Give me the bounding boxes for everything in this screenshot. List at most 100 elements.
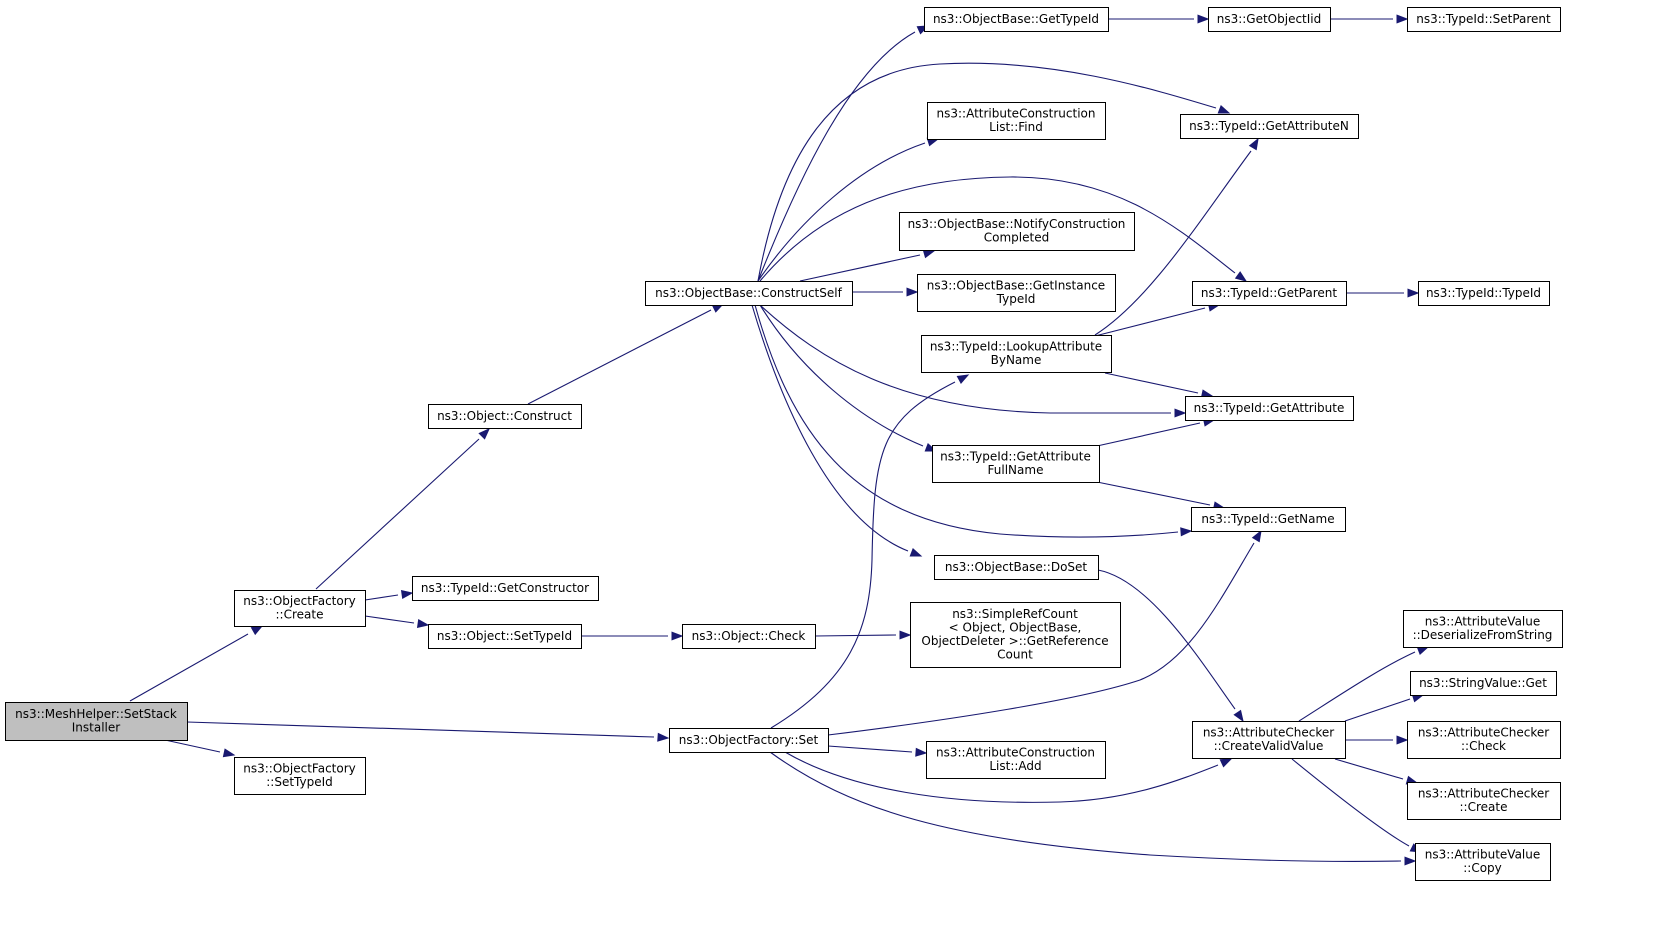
edge-of_set-to-acl_add <box>827 745 928 757</box>
node-label-line: ns3::TypeId::GetAttribute <box>940 450 1091 464</box>
node-ob-constructself[interactable]: ns3::ObjectBase::ConstructSelf <box>645 281 853 306</box>
edge-ac_createvalid-to-ac_check <box>1345 735 1409 745</box>
node-label-line: ns3::TypeId::TypeId <box>1426 286 1541 300</box>
arrowhead <box>1396 14 1409 24</box>
node-obj-construct[interactable]: ns3::Object::Construct <box>428 404 582 429</box>
arrowhead <box>1404 856 1417 866</box>
node-ac-create[interactable]: ns3::AttributeChecker::Create <box>1407 782 1561 820</box>
node-box <box>1192 721 1346 759</box>
node-label-line: ns3::AttributeChecker <box>1203 726 1334 740</box>
arrowhead <box>400 590 414 599</box>
node-label-line: ns3::TypeId::SetParent <box>1416 12 1551 26</box>
node-box <box>682 624 816 649</box>
node-label-line: ::DeserializeFromString <box>1413 628 1553 642</box>
edge-ac_createvalid-to-sv_get <box>1344 693 1425 722</box>
node-ac-check[interactable]: ns3::AttributeChecker::Check <box>1407 721 1561 759</box>
node-box <box>1407 721 1561 759</box>
node-label-line: ns3::TypeId::GetAttribute <box>1194 401 1345 415</box>
node-label-line: Completed <box>984 231 1049 245</box>
node-tid-setparent[interactable]: ns3::TypeId::SetParent <box>1407 7 1561 32</box>
nodes-layer: ns3::MeshHelper::SetStackInstallerns3::O… <box>5 7 1563 881</box>
node-label-line: ns3::GetObjectIid <box>1217 12 1322 26</box>
node-box <box>234 757 366 795</box>
arrowhead <box>1416 646 1430 655</box>
node-label-line: ByName <box>991 353 1042 367</box>
node-label-line: ns3::StringValue::Get <box>1419 676 1547 690</box>
node-tid-getparent[interactable]: ns3::TypeId::GetParent <box>1192 281 1347 306</box>
arrowhead <box>1233 709 1244 723</box>
node-of-set[interactable]: ns3::ObjectFactory::Set <box>669 728 829 753</box>
node-src-getref[interactable]: ns3::SimpleRefCount< Object, ObjectBase,… <box>910 602 1121 668</box>
node-label-line: ::Create <box>1460 800 1508 814</box>
edge-ac_createvalid-to-ac_create <box>1334 758 1419 785</box>
arrowhead <box>1180 527 1193 537</box>
node-label-line: ns3::Object::Check <box>692 629 806 643</box>
edge-tid_getattrfull-to-tid_getattribute <box>1096 417 1216 447</box>
node-ac-createvalid[interactable]: ns3::AttributeChecker::CreateValidValue <box>1192 721 1346 759</box>
node-box <box>5 702 188 741</box>
edge-ac_createvalid-to-av_copy <box>1291 758 1423 853</box>
node-box <box>932 445 1100 483</box>
node-tid-typeid[interactable]: ns3::TypeId::TypeId <box>1418 281 1550 306</box>
node-av-copy[interactable]: ns3::AttributeValue::Copy <box>1415 843 1551 881</box>
arrowhead <box>1251 529 1262 543</box>
node-label-line: ::Check <box>1461 739 1506 753</box>
node-label-line: < Object, ObjectBase, <box>949 621 1082 635</box>
node-box <box>428 624 582 649</box>
edge-ob_constructself-to-ob_getinstance <box>852 287 919 297</box>
node-ob-gettypeid[interactable]: ns3::ObjectBase::GetTypeId <box>924 7 1109 32</box>
node-label-line: ns3::ObjectFactory <box>243 762 356 776</box>
node-label-line: TypeId <box>996 292 1036 306</box>
node-box <box>899 212 1135 251</box>
edge-of_set-to-tid_getname <box>827 529 1262 736</box>
arrowhead <box>478 428 490 440</box>
node-av-deserialize[interactable]: ns3::AttributeValue::DeserializeFromStri… <box>1403 610 1563 648</box>
node-of-create[interactable]: ns3::ObjectFactory::Create <box>234 590 366 627</box>
node-box <box>934 555 1099 580</box>
node-label-line: ns3::TypeId::GetName <box>1201 512 1334 526</box>
node-box <box>1418 281 1550 306</box>
node-box <box>1407 782 1561 820</box>
edge-tid_getattrfull-to-tid_getname <box>1096 481 1226 511</box>
edge-of_create-to-obj_construct <box>315 428 490 590</box>
arrowhead <box>956 374 970 384</box>
node-tid-getname[interactable]: ns3::TypeId::GetName <box>1191 507 1346 532</box>
node-box <box>910 602 1121 668</box>
node-ob-notify[interactable]: ns3::ObjectBase::NotifyConstructionCompl… <box>899 212 1135 251</box>
node-label-line: List::Add <box>989 759 1041 773</box>
node-of-settypeid[interactable]: ns3::ObjectFactory::SetTypeId <box>234 757 366 795</box>
node-label-line: ns3::ObjectFactory <box>243 594 356 608</box>
edge-tid_lookup-to-tid_getattrn <box>1094 137 1259 336</box>
node-getobjectiid[interactable]: ns3::GetObjectIid <box>1208 7 1331 32</box>
node-label-line: ns3::Object::SetTypeId <box>437 629 572 643</box>
edge-ob_constructself-to-ob_doset <box>751 304 923 557</box>
node-box <box>1208 7 1331 32</box>
node-box <box>1191 507 1346 532</box>
node-tid-getconstructor[interactable]: ns3::TypeId::GetConstructor <box>412 576 599 601</box>
arrowhead <box>416 619 430 628</box>
node-label-line: List::Find <box>989 120 1043 134</box>
arrowhead <box>922 249 936 259</box>
node-tid-getattribute[interactable]: ns3::TypeId::GetAttribute <box>1185 396 1354 421</box>
node-ob-doset[interactable]: ns3::ObjectBase::DoSet <box>934 555 1099 580</box>
node-obj-check[interactable]: ns3::Object::Check <box>682 624 816 649</box>
node-box <box>926 741 1106 779</box>
arrowhead <box>1217 105 1231 114</box>
node-label-line: ObjectDeleter >::GetReference <box>921 634 1108 648</box>
node-sv-get[interactable]: ns3::StringValue::Get <box>1410 671 1557 696</box>
node-obj-settypeid[interactable]: ns3::Object::SetTypeId <box>428 624 582 649</box>
arrowhead <box>1219 758 1233 768</box>
edge-ob_doset-to-ac_createvalid <box>1097 569 1244 723</box>
node-box <box>924 7 1109 32</box>
node-label-line: ns3::Object::Construct <box>437 409 572 423</box>
arrowhead <box>906 287 919 297</box>
node-tid-getattrn[interactable]: ns3::TypeId::GetAttributeN <box>1180 114 1359 139</box>
node-label-line: ns3::TypeId::GetAttributeN <box>1189 119 1349 133</box>
edge-root-to-of_set <box>186 721 670 742</box>
